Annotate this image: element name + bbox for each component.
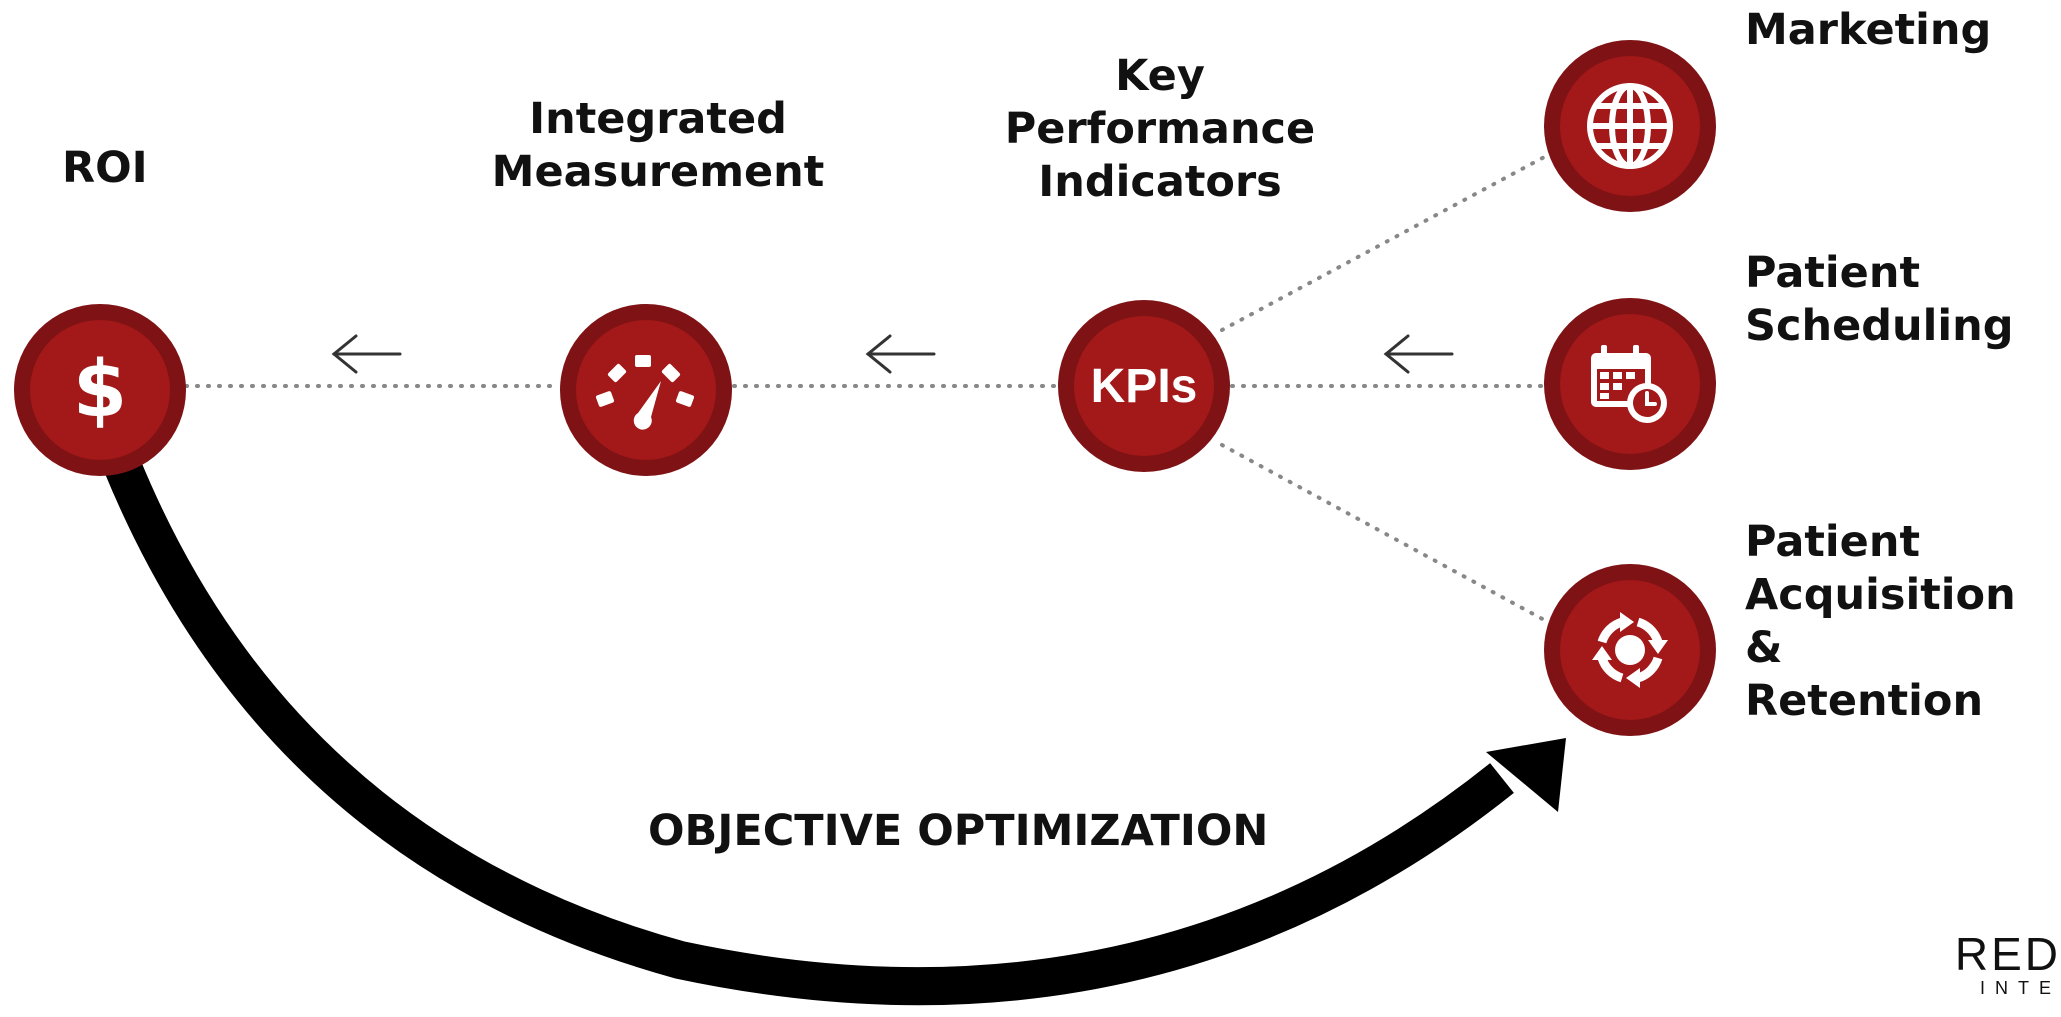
patient-scheduling-label: Patient Scheduling [1745,248,2014,351]
speedometer-icon [595,355,695,430]
optimization-label: OBJECTIVE OPTIMIZATION [648,806,1269,856]
optimization-curve-arrow [104,457,1514,1006]
left-arrow-icon [1383,334,1454,374]
left-arrow-icon [331,334,402,374]
kpis-node: KPIs [1058,300,1230,472]
calendar-clock-icon [1591,345,1667,423]
integrated-measurement-node [560,304,732,476]
integrated-measurement-label: Integrated Measurement [491,94,825,197]
roi-node: $ [14,304,186,476]
globe-icon [1587,83,1673,169]
kpis-icon-text: KPIs [1090,359,1198,413]
roi-label: ROI [62,143,148,193]
dotted-connectors [184,153,1550,624]
connector-kpis-marketing [1220,153,1550,332]
connector-kpis-acquisition [1220,443,1550,624]
cycle-arrows-icon [1592,612,1668,688]
company-logo: RED INTE [1954,928,2061,998]
dollar-icon: $ [72,345,128,435]
marketing-label: Marketing [1745,5,1992,55]
patient-acquisition-node [1544,564,1716,736]
kpis-label: Key Performance Indicators [1004,51,1316,207]
optimization-arrowhead [1486,738,1566,812]
direction-arrows [331,334,1454,374]
patient-acquisition-label: Patient Acquisition & Retention [1745,517,2016,726]
marketing-node [1544,40,1716,212]
left-arrow-icon [865,334,936,374]
patient-scheduling-node [1544,298,1716,470]
